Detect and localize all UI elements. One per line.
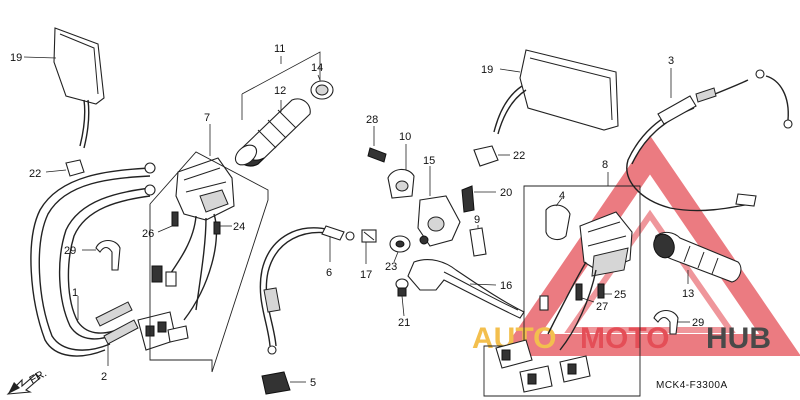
front-direction-arrow (6, 373, 41, 395)
callout-21: 21 (398, 317, 410, 329)
callout-12: 12 (274, 85, 286, 97)
callout-23: 23 (385, 261, 397, 273)
callout-13: 13 (682, 288, 694, 300)
callout-29-right: 29 (692, 317, 704, 329)
callout-19: 19 (10, 52, 22, 64)
callout-8: 8 (602, 159, 608, 171)
choke-cable (626, 69, 793, 212)
bolt-21 (395, 278, 409, 297)
right-boot (473, 145, 499, 167)
callout-10: 10 (399, 131, 411, 143)
left-cable-clamp (95, 239, 121, 271)
diagram-code: MCK4-F3300A (656, 380, 728, 391)
bolt-20 (461, 185, 475, 213)
screw-28 (367, 147, 387, 163)
adjuster-17 (361, 229, 377, 243)
callout-5: 5 (310, 377, 316, 389)
callout-9: 9 (474, 214, 480, 226)
right-cable-clamp (653, 309, 679, 335)
callout-28: 28 (366, 114, 378, 126)
switch-9 (469, 227, 487, 257)
grip-end (310, 80, 334, 100)
callout-19-right: 19 (481, 64, 493, 76)
pivot-23 (389, 235, 411, 253)
left-cables (30, 162, 156, 357)
callout-24: 24 (233, 221, 245, 233)
throttle-cable (259, 225, 355, 355)
right-grip (653, 231, 742, 283)
callout-1: 1 (72, 287, 78, 299)
callout-25: 25 (614, 289, 626, 301)
callout-26: 26 (142, 228, 154, 240)
screw-24 (213, 221, 221, 235)
callout-22-right: 22 (513, 150, 525, 162)
callout-29: 29 (64, 245, 76, 257)
callout-20: 20 (500, 187, 512, 199)
callout-14: 14 (311, 62, 323, 74)
callout-11: 11 (274, 43, 285, 55)
front-direction-label: FR. (28, 367, 49, 386)
right-mirror (493, 49, 619, 135)
callout-2: 2 (101, 371, 107, 383)
callout-16: 16 (500, 280, 512, 292)
screw-27 (575, 283, 583, 301)
callout-7: 7 (204, 112, 210, 124)
throttle-grip (234, 98, 311, 167)
callout-27: 27 (596, 301, 608, 313)
callout-17: 17 (360, 269, 372, 281)
holder-clamp-10 (387, 168, 415, 199)
screw-25 (597, 283, 605, 299)
cable-end-5 (261, 371, 291, 395)
left-mirror (53, 27, 105, 149)
left-boot (65, 159, 85, 177)
right-handlebar-switch (495, 204, 633, 393)
watermark-text-hub: HUB (706, 322, 771, 355)
watermark-triangle (499, 135, 800, 356)
front-brake-lever (407, 259, 525, 319)
callout-labels: 19 22 29 1 2 7 24 26 11 12 14 6 5 17 28 … (10, 43, 704, 389)
callout-4: 4 (559, 190, 565, 202)
callout-3: 3 (668, 55, 674, 67)
watermark-text-moto: MOTO (580, 322, 669, 355)
callout-15: 15 (423, 155, 435, 167)
callout-22: 22 (29, 168, 41, 180)
brake-lever-holder (417, 195, 461, 247)
screw-26 (171, 211, 179, 227)
callout-6: 6 (326, 267, 332, 279)
